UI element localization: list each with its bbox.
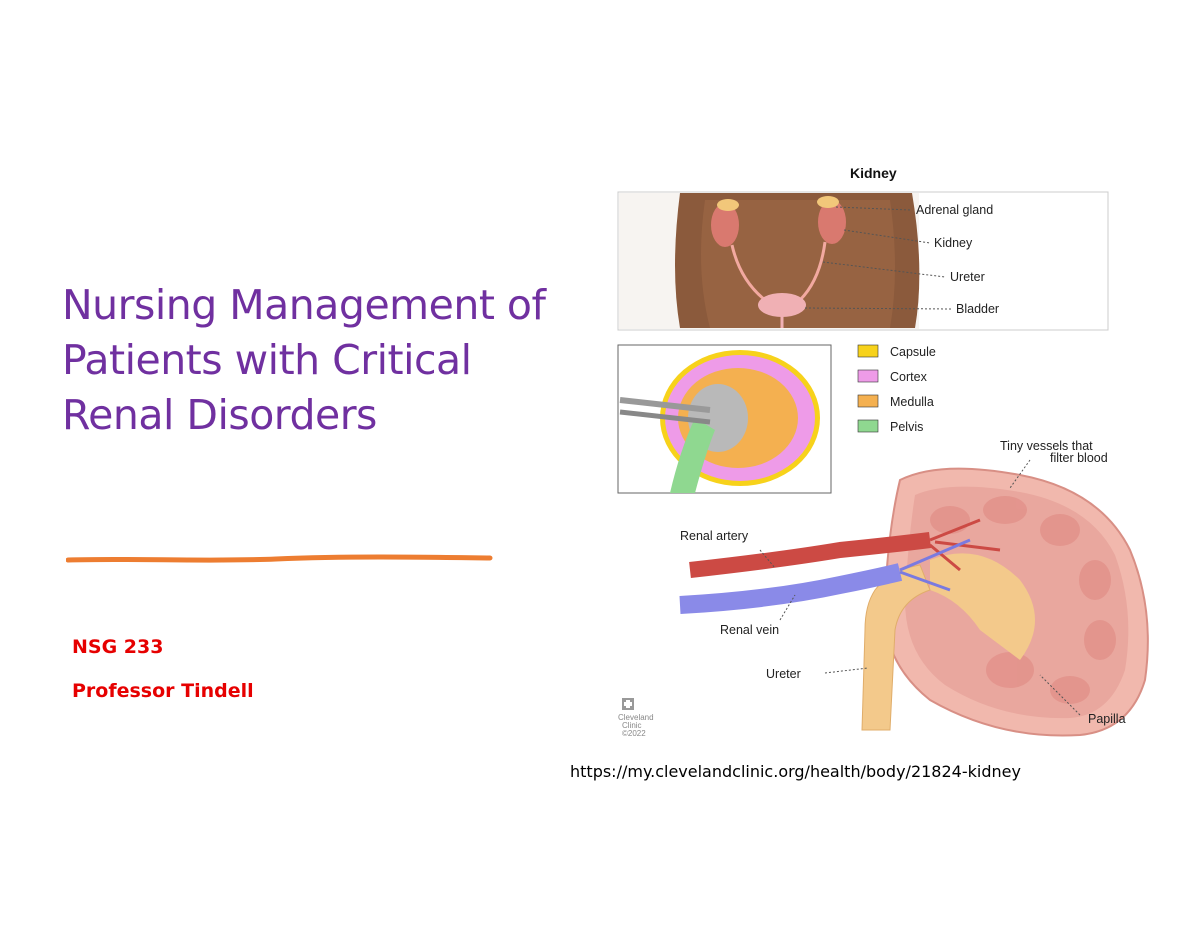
cross-section-panel (617, 344, 832, 494)
slide-title: Nursing Management of Patients with Crit… (62, 278, 602, 443)
label-ureter-detail: Ureter (766, 667, 801, 681)
legend-cortex: Cortex (890, 370, 928, 384)
title-divider (66, 554, 493, 563)
label-papilla: Papilla (1088, 712, 1126, 726)
legend-capsule: Capsule (890, 345, 936, 359)
label-tiny-vessels-2: filter blood (1050, 451, 1108, 465)
label-adrenal-gland: Adrenal gland (916, 203, 993, 217)
legend-swatch-cortex (857, 369, 879, 383)
legend-medulla: Medulla (890, 395, 934, 409)
cleveland-clinic-logo: Cleveland Clinic ©2022 (618, 698, 654, 738)
legend-swatch-pelvis (857, 419, 879, 433)
label-renal-artery: Renal artery (680, 529, 749, 543)
body-panel: Adrenal gland Kidney Ureter Bladder (617, 191, 1109, 331)
label-renal-vein: Renal vein (720, 623, 779, 637)
figure-heading: Kidney (850, 165, 897, 181)
course-code: NSG 233 (72, 636, 164, 658)
kidney-anatomy-figure: Kidney Adrenal gland Kidney Ureter Bladd… (617, 165, 1149, 738)
legend: Capsule Cortex Medulla Pelvis (857, 344, 936, 434)
professor-name: Professor Tindell (72, 680, 254, 702)
logo-text-1: Cleveland (618, 713, 654, 722)
label-tiny-vessels-1: Tiny vessels that (1000, 439, 1093, 453)
label-ureter-body: Ureter (950, 270, 985, 284)
title-line-2: Patients with Critical (62, 336, 472, 384)
legend-pelvis: Pelvis (890, 420, 923, 434)
title-line-1: Nursing Management of (62, 281, 546, 329)
title-line-3: Renal Disorders (62, 391, 377, 439)
legend-swatch-medulla (857, 394, 879, 408)
logo-text-3: ©2022 (622, 729, 646, 738)
legend-swatch-capsule (857, 344, 879, 358)
label-bladder: Bladder (956, 302, 999, 316)
kidney-detail: Renal artery Renal vein Ureter Tiny vess… (679, 439, 1149, 737)
source-url: https://my.clevelandclinic.org/health/bo… (570, 762, 1021, 781)
logo-text-2: Clinic (622, 721, 642, 730)
label-kidney: Kidney (934, 236, 973, 250)
